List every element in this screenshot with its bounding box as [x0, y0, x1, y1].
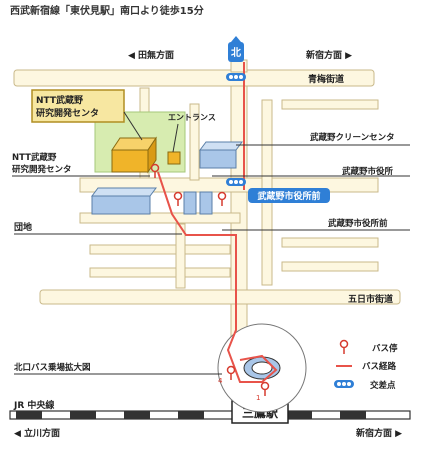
buildings [91, 141, 243, 215]
danchi-building [91, 195, 151, 215]
jr-line-label: JR 中央線 [13, 399, 54, 411]
side-street-8 [189, 103, 200, 181]
bus-stop-name-text: 武蔵野市役所前 [257, 190, 320, 202]
side-street-5 [89, 244, 231, 255]
direction-bottom-right: 新宿方面 ▶ [356, 427, 402, 439]
bus-stop-icon [226, 365, 236, 380]
intersection-icon [226, 73, 246, 81]
legend: バス停 バス経路 交差点 [334, 339, 398, 391]
direction-top-left: ◀ 田無方面 [128, 49, 174, 61]
side-street-3 [281, 237, 379, 248]
cityhall-building-2 [199, 191, 213, 215]
side-street-2 [281, 99, 379, 110]
cityhall-building-1 [183, 191, 197, 215]
legend-bus-stop-icon [339, 339, 349, 354]
ntt-building [111, 136, 181, 174]
itsukaichi-kaido-road [39, 289, 401, 305]
entrance-leader [172, 123, 179, 153]
side-street-4 [281, 261, 379, 272]
ntt-lab-label-2: 研究開発センタ [12, 164, 72, 175]
intersection-icon [226, 178, 246, 186]
clean-center-label: 武蔵野クリーンセンタ [310, 132, 395, 143]
bus-stop-icon [173, 191, 183, 206]
jr-chuo-line [9, 410, 411, 420]
ntt-callout: NTT武蔵野 研究開発センタ [31, 89, 143, 141]
bus-plaza [217, 323, 307, 413]
header-route-text: 西武新宿線「東伏見駅」南口より徒歩15分 [10, 4, 204, 17]
legend-bus-route-label: バス経路 [362, 361, 397, 372]
direction-bottom-left: ◀ 立川方面 [14, 427, 60, 439]
north-marker: 北 [228, 36, 244, 62]
ntt-callout-text-2: 研究開発センタ [36, 107, 99, 119]
legend-intersection-icon [334, 380, 354, 388]
bus-stop-name-badge: 武蔵野市役所前 [248, 188, 330, 203]
north-label: 北 [231, 46, 241, 59]
danchi-label: 団地 [14, 221, 32, 233]
city-hall-mae-label: 武蔵野市役所前 [328, 218, 388, 229]
ntt-lab-label-1: NTT武蔵野 [12, 152, 57, 163]
intersection-markers [226, 73, 246, 186]
legend-bus-stop-label: バス停 [372, 343, 398, 354]
side-street-6 [89, 267, 231, 278]
itsukaichi-kaido-label: 五日市街道 [348, 293, 393, 305]
entrance-label: エントランス [168, 113, 216, 122]
bus-stop-markers [150, 163, 270, 396]
ntt-callout-text-1: NTT武蔵野 [36, 94, 83, 106]
bus-stop-number-4: 4 [218, 377, 223, 385]
ntt-callout-leader [123, 111, 143, 141]
bus-stop-icon [150, 163, 160, 178]
legend-intersection-label: 交差点 [370, 380, 396, 391]
bus-stop-icon [217, 191, 227, 206]
bus-stop-number-1: 1 [256, 394, 260, 402]
ome-kaido-road [13, 69, 375, 87]
city-hall-label: 武蔵野市役所 [342, 166, 394, 177]
direction-top-right: 新宿方面 ▶ [306, 49, 352, 61]
side-street-9 [175, 223, 186, 289]
bus-stop-icon [260, 381, 270, 396]
ome-kaido-label: 青梅街道 [308, 73, 344, 85]
west-street-road [79, 212, 241, 224]
clean-center-building [199, 149, 237, 169]
kitaguchi-bus-label: 北口バス乗場拡大図 [14, 362, 91, 373]
north-arrow-icon [231, 36, 241, 42]
bus-route-main [157, 171, 278, 383]
